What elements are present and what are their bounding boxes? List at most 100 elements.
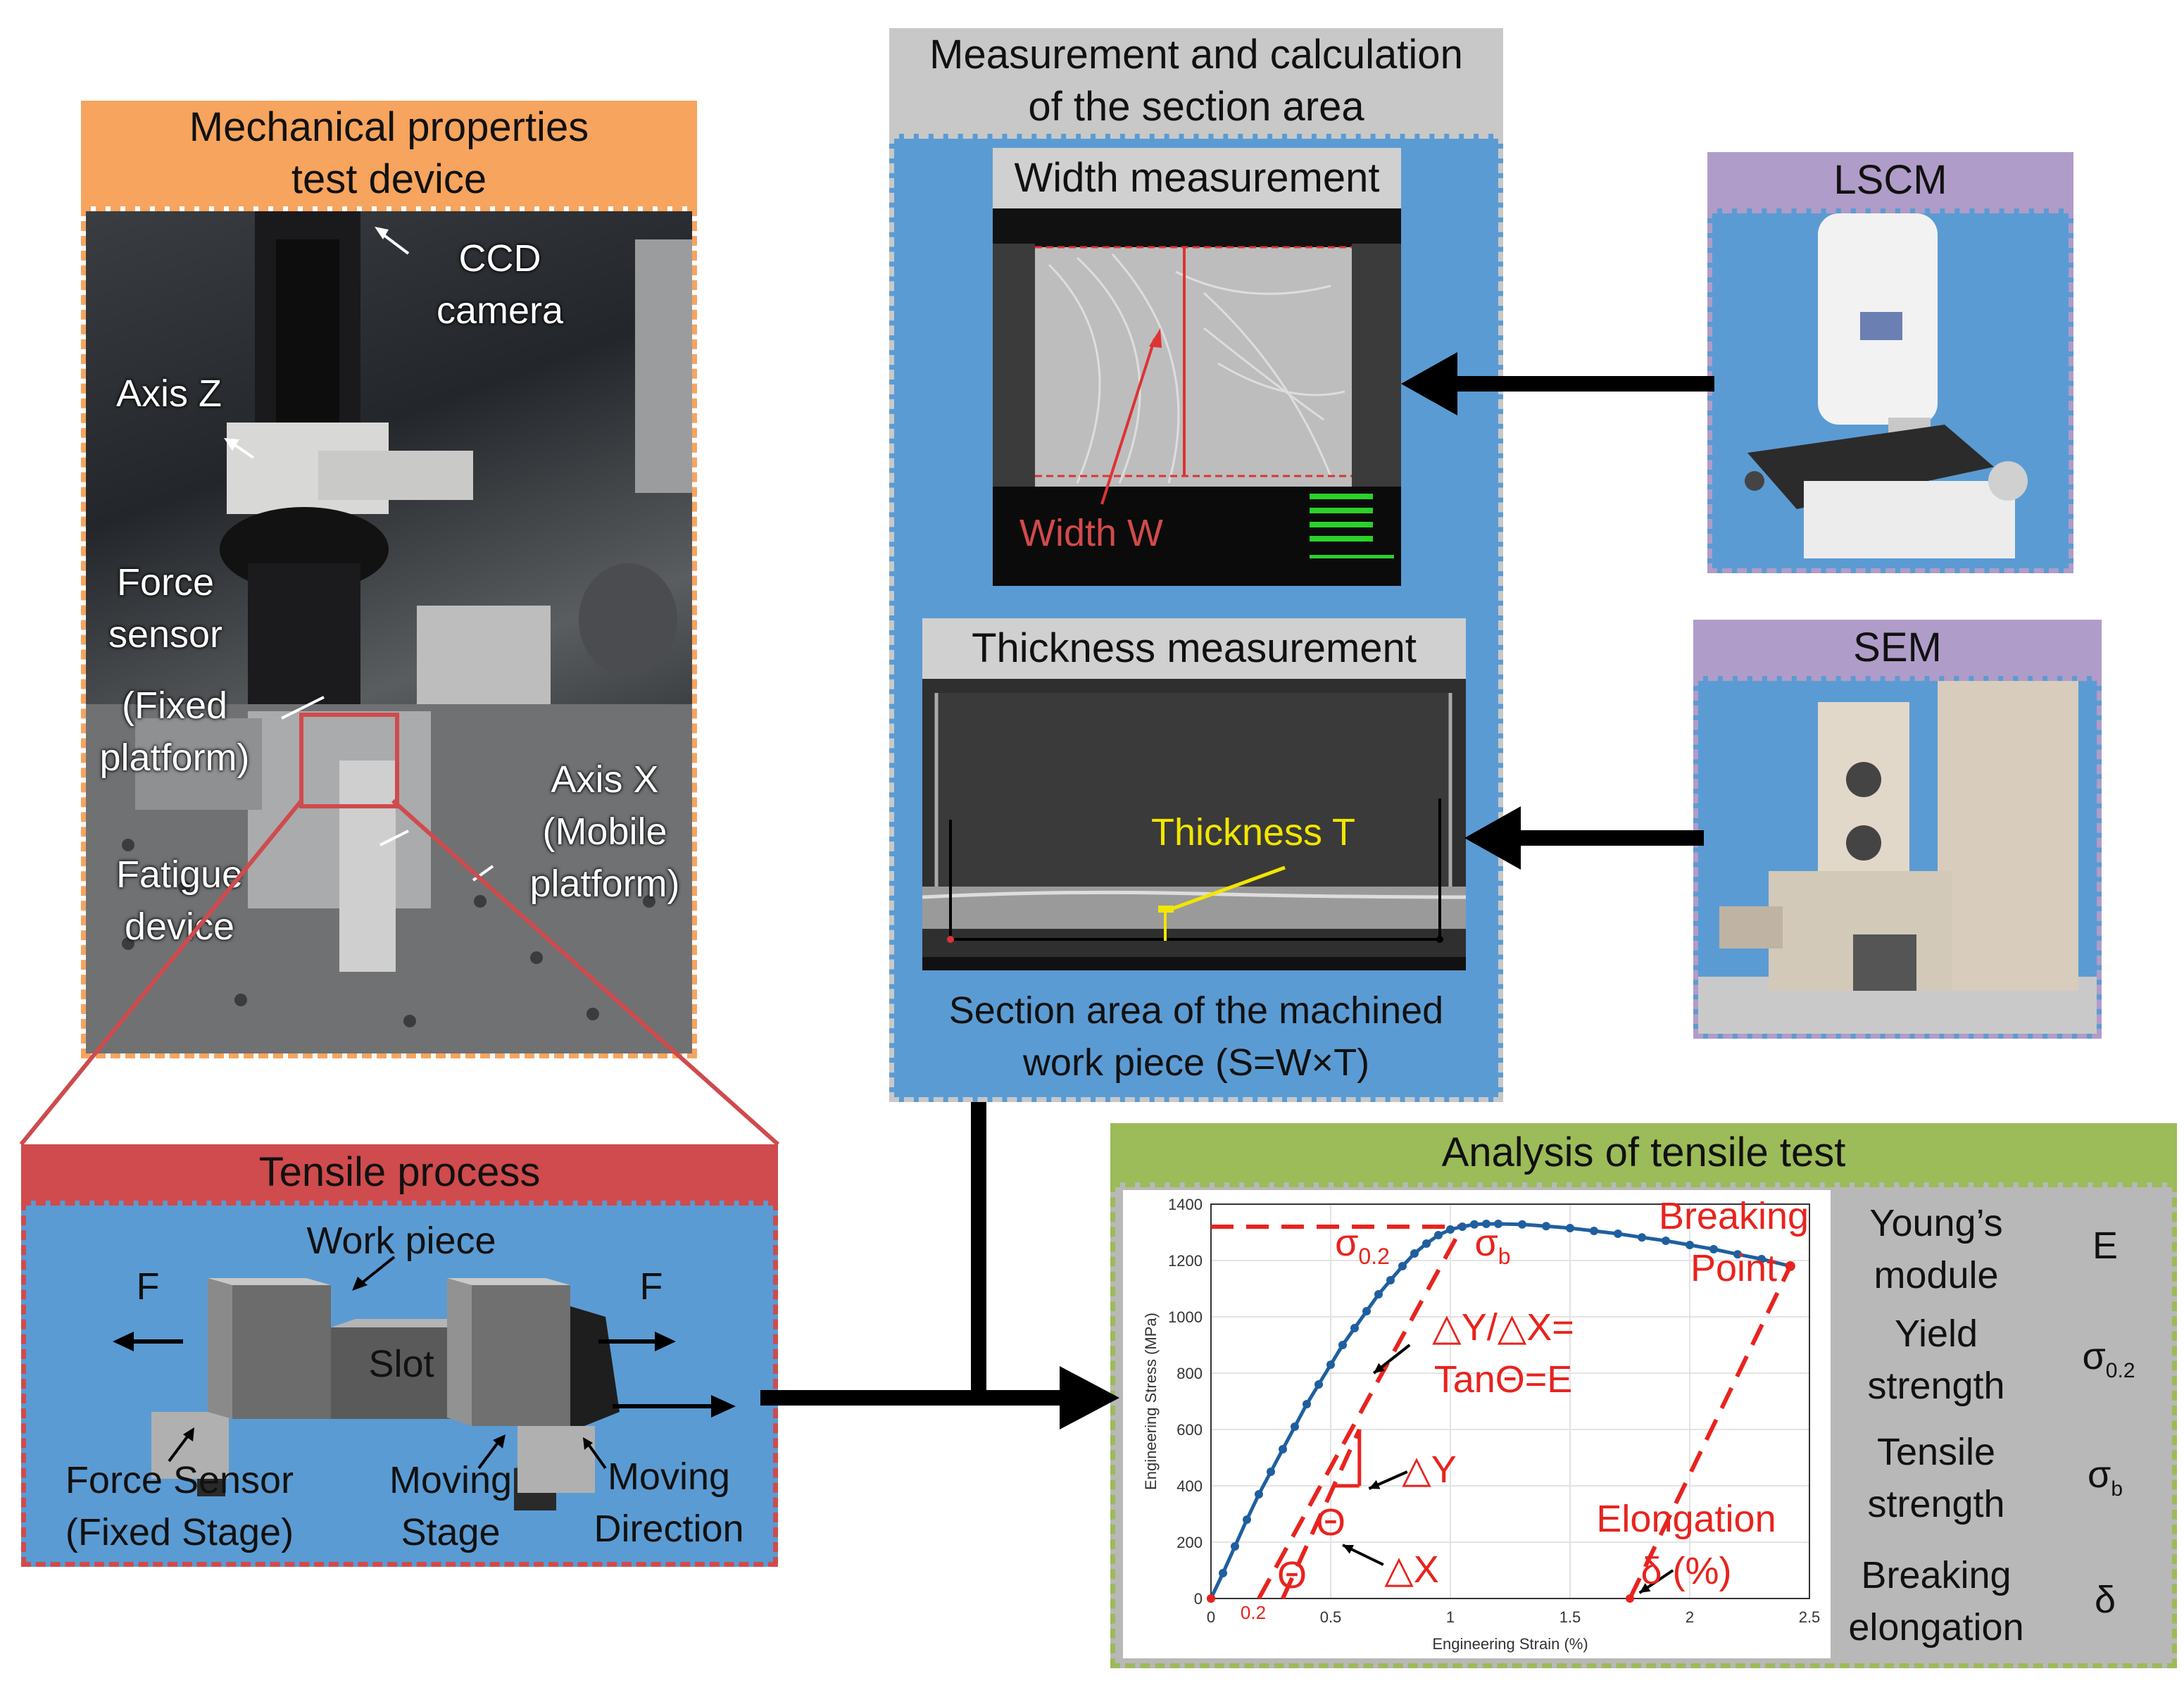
moving-dir-line1: Moving [607,1456,731,1498]
elongation-pointer-arrow-head [1639,1583,1651,1593]
chart-y-tick-label: 400 [1176,1477,1203,1495]
analysis-header: Analysis of tensile test [1110,1123,2177,1182]
force-sensor-line2: (Fixed Stage) [65,1511,294,1553]
chart-x-axis-label: Engineering Strain (%) [1432,1635,1588,1653]
thickness-title: Thickness measurement [972,625,1417,671]
section-area-label: Section area of the machined work piece … [889,984,1503,1089]
mechanical-header: Mechanical properties test device [81,101,697,206]
chart-curve [1207,1220,1795,1603]
prop-young: Young’s module E [1831,1190,2169,1303]
prop-breaking-line1: Breaking [1861,1554,2012,1596]
chart-x-tick-label: 2.5 [1799,1608,1821,1626]
stress-strain-point [1757,1255,1766,1263]
breaking-point-marker [1785,1261,1795,1271]
work-piece-label: Work piece [306,1220,496,1262]
axis-x-line1: Axis X [551,758,659,801]
measurement-header: Measurement and calculation of the secti… [889,28,1503,134]
slope-line2: TanΘ=E [1433,1358,1573,1401]
stress-strain-point [1374,1290,1383,1299]
analysis-arrow-head [1060,1366,1119,1429]
prop-yield-sym: σ [2082,1335,2106,1377]
analysis-title: Analysis of tensile test [1441,1130,1846,1175]
stress-strain-point [1386,1276,1395,1284]
prop-tensile-symbol: σb [2063,1449,2147,1515]
stress-strain-point [1410,1249,1419,1258]
sem-title: SEM [1853,625,1942,670]
lscm-title: LSCM [1833,157,1947,203]
tensile-header: Tensile process [21,1144,778,1201]
mechanical-frame [81,206,697,1058]
stress-strain-point [1219,1569,1227,1577]
fixed-line1: (Fixed [121,684,228,727]
fatigue-device-label: Fatigue device [95,849,264,953]
stress-strain-point [1398,1262,1407,1270]
chart-construction-lines [1211,1225,1793,1600]
stress-strain-point [1662,1237,1670,1245]
prop-yield-sub: 0.2 [2105,1358,2135,1382]
thickness-micrograph-drawing [922,693,1466,970]
stress-strain-point [1267,1468,1275,1476]
ccd-camera-label: CCD camera [415,232,584,337]
lscm-arrow-head [1401,352,1457,415]
prop-yield-name: Yield strength [1831,1308,2042,1412]
prop-yield: Yield strength σ0.2 [1831,1306,2169,1419]
prop-breaking: Breaking elongation δ [1831,1546,2169,1658]
stress-strain-point [1494,1220,1502,1228]
thickness-t-label: Thickness T [1150,811,1356,853]
sem-header: SEM [1693,620,2102,676]
width-w-label: Width W [1019,512,1163,554]
force-line2: sensor [108,613,223,656]
ccd-line1: CCD [458,237,541,280]
zoom-box [299,713,399,808]
stress-strain-point [1255,1490,1263,1499]
chart-x-tick-label: 0.5 [1320,1608,1342,1626]
axis-x-line2: (Mobile [542,811,667,853]
moving-direction-label: Moving Direction [574,1451,764,1555]
prop-young-line1: Young’s [1869,1202,2003,1244]
width-micrograph-drawing [993,244,1401,586]
chart-x-tick-label: 0 [1207,1608,1215,1626]
stress-strain-point [1482,1220,1490,1228]
offset-0.2-label: 0.2 [1240,1602,1267,1623]
elong-line2: δ (%) [1640,1550,1732,1592]
force-sensor-fixed-stage-label: Force Sensor (Fixed Stage) [39,1454,320,1558]
axis-z-label: Axis Z [115,373,222,415]
stress-strain-point [1434,1231,1443,1239]
fatigue-line2: device [124,906,235,948]
stress-strain-point [1709,1245,1718,1253]
tensile-illustration [113,1256,736,1510]
elongation-marker [1626,1594,1634,1603]
axis-x-line3: platform) [529,863,680,905]
elong-line1: Elongation [1596,1498,1776,1540]
prop-young-symbol: E [2092,1225,2119,1267]
offset-dashed-line [1257,1225,1464,1600]
delta-y-label: △Y [1402,1449,1457,1491]
delta-x-label: △X [1384,1549,1439,1591]
stress-strain-point [1470,1220,1479,1229]
prop-tensile-sym: σ [2087,1453,2111,1496]
theta-small-label: Θ [1315,1501,1345,1544]
lscm-header: LSCM [1707,152,2073,208]
prop-tensile-name: Tensile strength [1831,1426,2042,1530]
axis-x-label: Axis X (Mobile platform) [513,753,697,910]
prop-tensile-line2: strength [1867,1483,2005,1525]
fixed-platform-label: (Fixed platform) [83,680,266,784]
ccd-line2: camera [436,289,564,332]
stress-strain-point [1422,1239,1431,1248]
prop-yield-line1: Yield [1894,1313,1978,1355]
stress-strain-point [1326,1360,1335,1369]
stress-strain-point [1338,1341,1347,1349]
prop-yield-line2: strength [1867,1365,2005,1407]
stress-strain-point [1446,1225,1455,1234]
stress-strain-point [1350,1324,1359,1332]
thickness-micrograph [922,679,1466,970]
delta-x-pointer-arrow-head [1343,1545,1354,1554]
chart-y-tick-label: 0 [1194,1590,1203,1608]
chart-plot-border [1210,1203,1810,1599]
prop-young-name: Young’s module [1831,1197,2042,1301]
stress-strain-point [1542,1222,1550,1231]
sigma-b-subscript: b [1498,1243,1511,1269]
stress-strain-point [1291,1422,1299,1431]
